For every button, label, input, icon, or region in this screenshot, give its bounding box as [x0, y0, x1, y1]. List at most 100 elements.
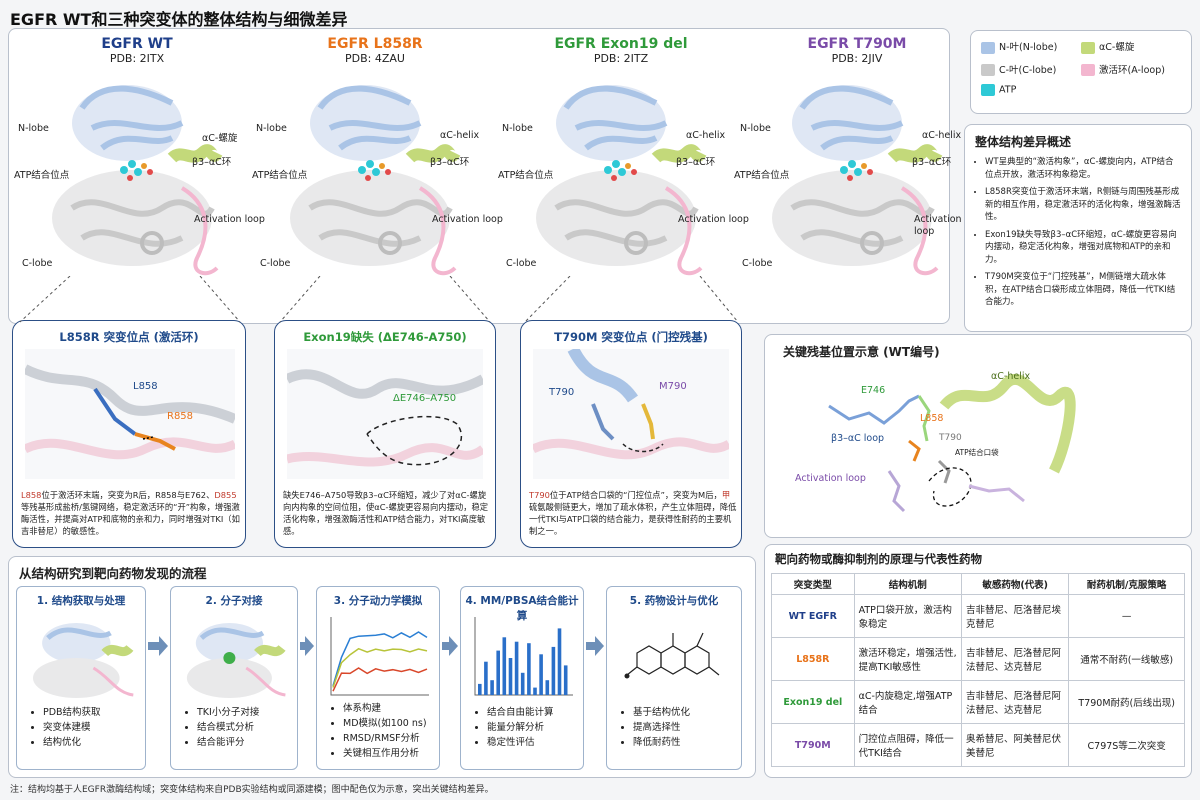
- label-atp-site: ATP结合位点: [252, 170, 308, 181]
- drug-table-title: 靶向药物或酶抑制剂的原理与代表性药物: [775, 552, 982, 566]
- flow-step-title: 2. 分子对接: [205, 595, 263, 607]
- flow-step-list: 基于结构优化提高选择性降低耐药性: [621, 705, 690, 750]
- mini-structure-icon: [186, 623, 286, 698]
- variant-title: EGFR L858R: [327, 36, 423, 52]
- flow-step-visual: [179, 613, 291, 701]
- flow-step-list: PDB结构获取突变体建模结构优化: [31, 705, 101, 750]
- flow-step-item: 体系构建: [343, 701, 427, 716]
- chart-bar: [502, 637, 507, 695]
- chart-bar: [551, 646, 556, 695]
- flow-step-item: TKI小分子对接: [197, 705, 259, 720]
- cell-drugs: 奥希替尼、阿美替尼伏美替尼: [960, 723, 1070, 767]
- residue-label-r858: R858: [167, 411, 194, 422]
- flow-arrow-icon: [442, 636, 458, 660]
- variant-title: EGFR WT: [101, 36, 173, 52]
- label-helix: αC-螺旋: [202, 133, 238, 144]
- label-nlobe: N-lobe: [502, 123, 533, 134]
- label-activation-loop: Activation loop: [432, 214, 503, 225]
- cell-resistance: —: [1068, 594, 1185, 638]
- chart-bar: [514, 641, 519, 695]
- label-atp-site: ATP结合位点: [734, 170, 790, 181]
- chart-bar: [563, 665, 568, 695]
- zoom-title: L858R 突变位点 (激活环): [59, 330, 199, 344]
- label-b3-loop: β3–αC环: [676, 157, 716, 168]
- zoom-description: L858位于激活环末端，突变为R后，R858与E762、D855等残基形成盐桥/…: [21, 489, 241, 537]
- flow-step-item: 能量分解分析: [487, 720, 554, 735]
- atp-ligand-icon: [840, 160, 873, 181]
- variant-structure-card: EGFR L858R PDB: 4ZAU N-lobe ATP结合位点 C-lo…: [252, 30, 503, 280]
- flow-step-item: 结合能评分: [197, 735, 259, 750]
- cell-mechanism: αC-内旋稳定,增强ATP结合: [853, 680, 962, 724]
- flow-step-item: 结构优化: [43, 735, 101, 750]
- zoom-structure-exon19: [287, 349, 483, 479]
- cell-mechanism: 门控位点阻碍，降低一代TKI结合: [853, 723, 962, 767]
- zoom-description: 缺失E746–A750导致β3–αC环缩短，减少了对αC-螺旋向内构象的空间位阻…: [283, 490, 489, 536]
- drug-table-panel: 靶向药物或酶抑制剂的原理与代表性药物 突变类型 结构机制 敏感药物(代表) 耐药…: [764, 544, 1192, 778]
- variant-structure-card: EGFR Exon19 del PDB: 2ITZ N-lobe ATP结合位点…: [498, 30, 749, 280]
- table-header: 耐药机制/克服策略: [1068, 573, 1185, 595]
- variant-pdb: PDB: 4ZAU: [345, 52, 405, 65]
- zoom-panel-exon19: Exon19缺失 (ΔE746-A750) ΔE746–A750 缺失E746–…: [274, 320, 496, 548]
- variant-structure-card: EGFR T790M PDB: 2JIV N-lobe ATP结合位点 C-lo…: [734, 30, 962, 280]
- label-activation-loop: Activation loop: [795, 473, 866, 484]
- legend-swatch: [981, 64, 995, 76]
- table-row: T790M 门控位点阻碍，降低一代TKI结合 奥希替尼、阿美替尼伏美替尼 C79…: [771, 723, 1185, 767]
- variant-pdb: PDB: 2ITZ: [593, 52, 649, 65]
- label-helix: αC-helix: [686, 130, 726, 141]
- label-helix: αC-helix: [991, 371, 1031, 382]
- flow-step-4: 4. MM/PBSA结合能计算 结合自由能计算能量分解分析稳定性评估: [460, 586, 584, 770]
- chart-bar: [539, 654, 543, 695]
- key-residues-panel: 关键残基位置示意 (WT编号) αC-helix E746 L858 β3–αC…: [764, 334, 1192, 538]
- flow-step-visual: [25, 613, 139, 701]
- table-row: Exon19 del αC-内旋稳定,增强ATP结合 吉非替尼、厄洛替尼阿法替尼…: [771, 680, 1185, 724]
- label-atp-pocket: ATP结合口袋: [955, 448, 999, 457]
- flow-step-item: 结合自由能计算: [487, 705, 554, 720]
- overview-panel: 整体结构差异概述 WT呈典型的“激活构象”，αC-螺旋向内，ATP结合位点开放，…: [964, 124, 1192, 332]
- molecule-structure-icon: [624, 632, 720, 679]
- zoom-panel-l858r: L858R 突变位点 (激活环) L858 R858 L858位于激活环末端，突…: [12, 320, 246, 548]
- atp-ligand-icon: [358, 160, 391, 181]
- chart-bar: [478, 683, 482, 695]
- highlight-text: T790: [529, 490, 550, 500]
- residue-label-l858: L858: [133, 381, 158, 392]
- protein-structure: [52, 85, 223, 276]
- cell-resistance: C797S等二次突变: [1068, 723, 1185, 767]
- legend-item-clobe: C-叶(C-lobe): [981, 62, 1081, 76]
- cell-resistance: 通常不耐药(一线敏感): [1068, 637, 1185, 681]
- cell-mutation-type: Exon19 del: [771, 680, 855, 724]
- md-rmsd-chart: [330, 617, 429, 696]
- legend-label: αC-螺旋: [1099, 42, 1135, 53]
- label-clobe: C-lobe: [260, 258, 291, 269]
- legend-item-helix: αC-螺旋: [1081, 39, 1181, 54]
- flow-step-item: 突变体建模: [43, 720, 101, 735]
- highlight-text: 甲: [721, 490, 731, 500]
- label-helix: αC-helix: [440, 130, 480, 141]
- legend-label: ATP: [999, 84, 1017, 96]
- chart-bar: [520, 672, 525, 695]
- label-t790: T790: [939, 433, 962, 443]
- variant-structure-card: EGFR WT PDB: 2ITX N-lobe ATP结合位点 C-lobe …: [14, 30, 265, 280]
- chart-bar: [545, 680, 550, 695]
- flow-arrow-icon: [148, 636, 168, 660]
- label-nlobe: N-lobe: [18, 123, 49, 134]
- chart-series-line: [332, 647, 428, 688]
- legend-label: N-叶(N-lobe): [999, 42, 1058, 53]
- flow-step-item: 基于结构优化: [633, 705, 690, 720]
- flow-arrow-icon: [586, 636, 604, 660]
- label-e746: E746: [861, 385, 886, 396]
- table-row: L858R 激活环稳定，增强活性,提高TKI敏感性 吉非替尼、厄洛替尼阿法替尼、…: [771, 637, 1185, 681]
- label-clobe: C-lobe: [22, 258, 53, 269]
- chart-series-line: [332, 631, 428, 687]
- legend-item-nlobe: N-叶(N-lobe): [981, 39, 1081, 54]
- zoom-panel-t790m: T790M 突变位点 (门控残基) T790 M790 T790位于ATP结合口…: [520, 320, 742, 548]
- flow-step-item: 稳定性评估: [487, 735, 554, 750]
- flow-step-title: 3. 分子动力学模拟: [333, 595, 423, 607]
- legend-panel: N-叶(N-lobe) αC-螺旋 C-叶(C-lobe) 激活环(A-loop…: [970, 30, 1192, 114]
- cell-drugs: 吉非替尼、厄洛替尼埃克替尼: [960, 594, 1070, 638]
- footnote: 注：结构均基于人EGFR激酶结构域；突变体结构来自PDB实验结构或同源建模；图中…: [10, 785, 494, 795]
- legend-swatch: [981, 84, 995, 96]
- label-l858: L858: [920, 413, 944, 424]
- drug-table: 突变类型 结构机制 敏感药物(代表) 耐药机制/克服策略 WT EGFR ATP…: [771, 573, 1185, 767]
- chart-axis: [330, 617, 429, 696]
- zoom-title: T790M 突变位点 (门控残基): [554, 330, 708, 344]
